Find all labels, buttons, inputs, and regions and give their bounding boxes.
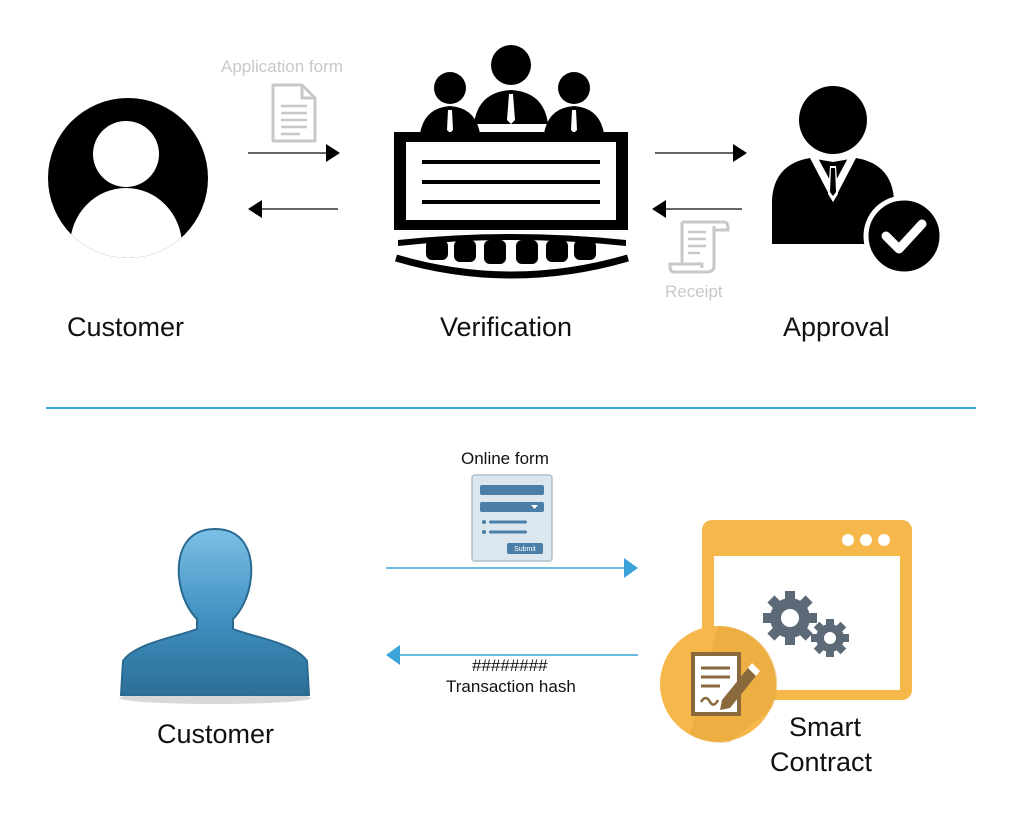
- arrow-approval-to-verification: [652, 199, 744, 219]
- online-form-label: Online form: [461, 449, 549, 468]
- submit-button-label: Submit: [514, 546, 536, 553]
- top-customer-label: Customer: [67, 312, 185, 342]
- bottom-customer-icon: [115, 525, 315, 707]
- transaction-hash-label: Transaction hash: [446, 677, 576, 696]
- smart-contract-label-line2: Contract: [770, 747, 873, 777]
- document-icon: [270, 82, 318, 144]
- top-customer-icon: [46, 96, 210, 260]
- online-form-icon: [471, 474, 553, 562]
- verification-label: Verification: [440, 312, 573, 342]
- section-divider: [46, 407, 976, 409]
- application-form-label: Application form: [221, 57, 343, 76]
- arrow-verification-to-approval: [655, 143, 747, 163]
- verification-panel-icon: [388, 44, 638, 292]
- arrow-contract-to-customer: [386, 645, 638, 665]
- receipt-label: Receipt: [665, 282, 723, 301]
- arrow-customer-to-contract: [386, 558, 638, 578]
- bottom-customer-label: Customer: [157, 719, 275, 749]
- smart-contract-label-line1: Smart: [789, 712, 862, 742]
- approval-user-icon: [770, 82, 946, 276]
- arrow-verification-to-customer: [248, 199, 340, 219]
- arrow-customer-to-verification: [248, 143, 340, 163]
- receipt-icon: [668, 218, 730, 276]
- hash-label: ########: [472, 656, 548, 675]
- approval-label: Approval: [783, 312, 890, 342]
- smart-contract-icon: [660, 518, 914, 744]
